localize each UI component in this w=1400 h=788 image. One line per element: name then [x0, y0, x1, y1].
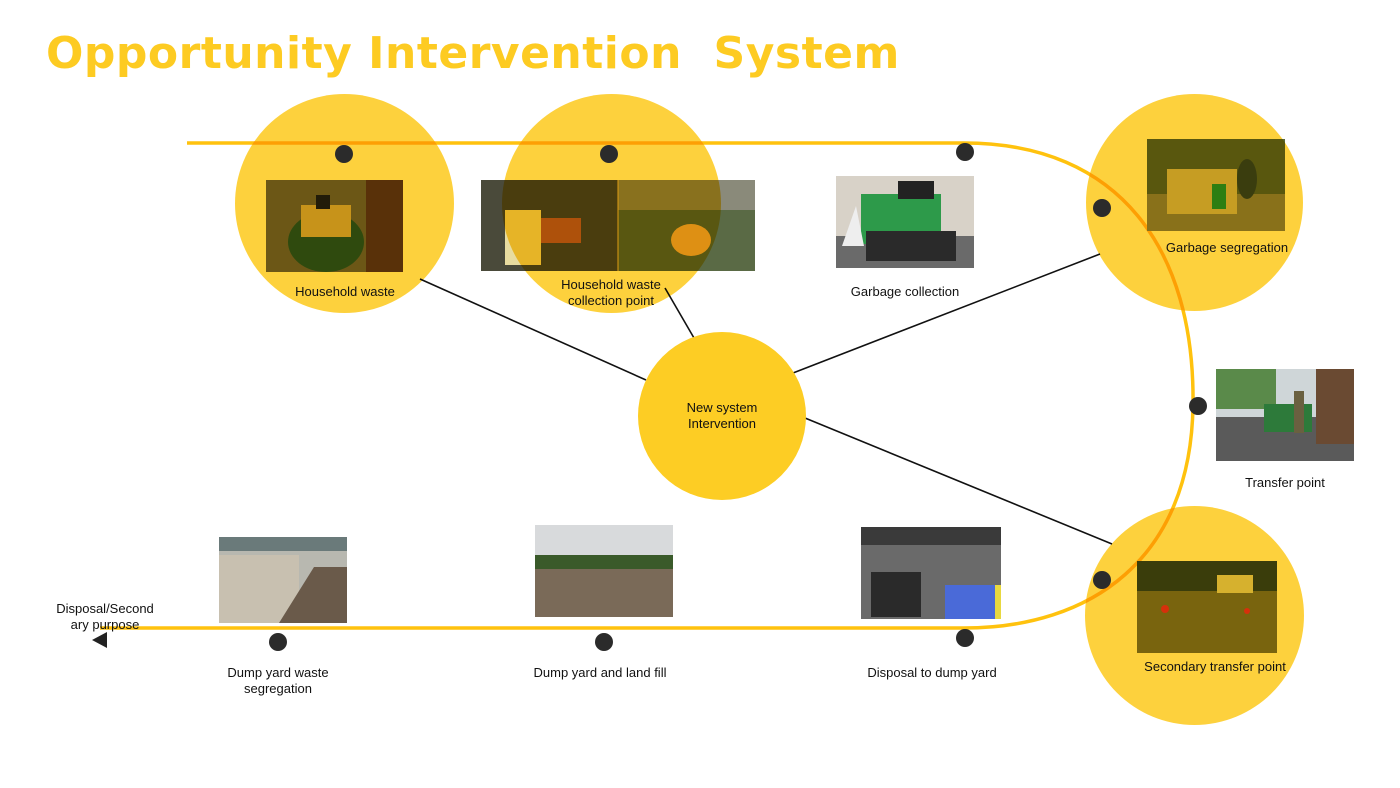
page-title: Opportunity Intervention System [46, 28, 900, 79]
label-household-waste: Household waste [295, 284, 395, 299]
label-endpoint-line1: Disposal/Second [56, 601, 154, 616]
label-garbage-collection: Garbage collection [850, 284, 960, 299]
track-dot-household-waste [335, 145, 353, 163]
disposal-to-dump-yard-photo [861, 527, 1001, 619]
label-dump-yard-landfill: Dump yard and land fill [533, 665, 667, 680]
track-dot-garbage-segregation [1093, 199, 1111, 217]
label-secondary-transfer: Secondary transfer point [1144, 659, 1286, 674]
secondary-transfer-photo [1137, 561, 1277, 653]
household-waste-photo [266, 180, 403, 272]
center-node[interactable] [638, 332, 806, 500]
label-garbage-segregation: Garbage segregation [1165, 240, 1289, 255]
dump-yard-landfill-photo [535, 525, 673, 617]
label-endpoint-line2: ary purpose [70, 617, 140, 632]
label-dump-yard-segregation: Dump yard waste segregation [193, 665, 363, 697]
transfer-point-photo [1216, 369, 1354, 461]
label-dump-yard-segregation-line2: segregation [244, 681, 312, 696]
connector-garbage-segregation [792, 253, 1101, 374]
label-collection-point-line1: Household waste [561, 277, 661, 292]
collection-point-photo [481, 180, 755, 271]
track-dot-transfer-point [1189, 397, 1207, 415]
label-collection-point-line2: collection point [568, 293, 654, 308]
track-dot-collection-point [600, 145, 618, 163]
center-node-label-line2: Intervention [688, 416, 756, 431]
connector-secondary-transfer [804, 417, 1113, 545]
connector-household-waste [419, 278, 647, 381]
track-dot-secondary-transfer [1093, 571, 1111, 589]
center-node-label: New system Intervention [642, 400, 802, 432]
center-node-label-line1: New system [686, 400, 758, 415]
arrow-left-triangle-icon [92, 632, 107, 648]
garbage-segregation-photo [1147, 139, 1285, 231]
label-transfer-point: Transfer point [1245, 475, 1325, 490]
garbage-collection-photo [836, 176, 974, 268]
track-dot-garbage-collection [956, 143, 974, 161]
track-dot-disposal-to-dump-yard [956, 629, 974, 647]
track-dot-dump-yard-segregation [269, 633, 287, 651]
label-endpoint: Disposal/Second ary purpose [20, 601, 190, 633]
dump-yard-segregation-photo [219, 537, 347, 623]
label-disposal-to-dump-yard: Disposal to dump yard [867, 665, 997, 680]
label-dump-yard-segregation-line1: Dump yard waste [227, 665, 329, 680]
label-collection-point: Household waste collection point [526, 277, 696, 309]
track-dot-dump-yard-landfill [595, 633, 613, 651]
